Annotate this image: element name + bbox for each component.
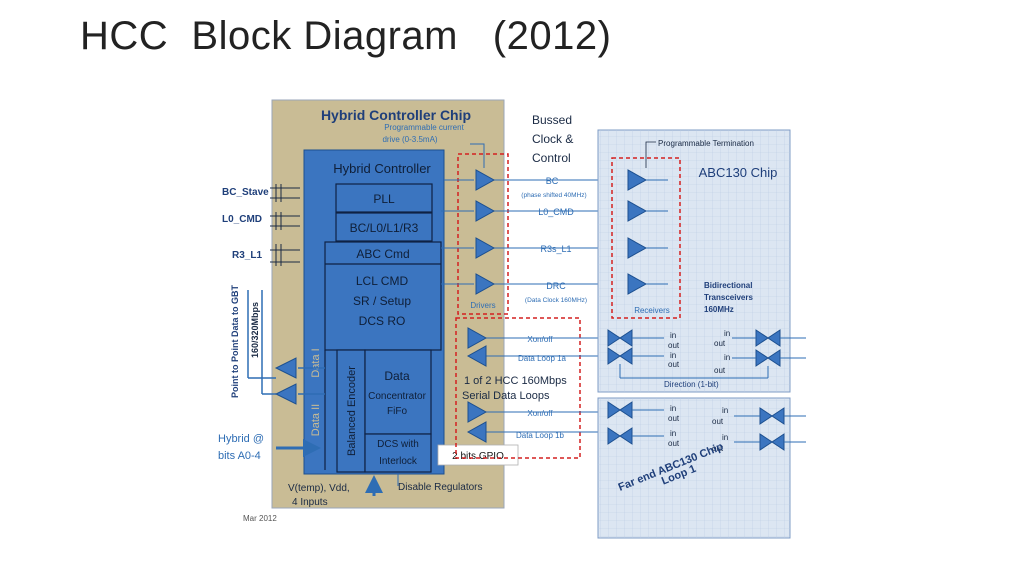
pll-label: PLL	[373, 192, 395, 206]
prog-current-label: Programmable current	[384, 123, 464, 132]
xon-a-label: Xon/off	[527, 335, 553, 344]
drivers-label: Drivers	[470, 301, 495, 310]
xon-b-label: Xon/off	[527, 409, 553, 418]
vtemp-label-1: V(temp), Vdd,	[288, 483, 350, 494]
data-conc-label-2: Concentrator	[368, 391, 426, 402]
bus-bc-label: BC	[546, 176, 559, 186]
data-conc-label-3: FiFo	[387, 406, 407, 417]
bus-title-1: Bussed	[532, 113, 572, 127]
near-r-in-1: in	[724, 329, 730, 338]
data-i-label: Data I	[310, 348, 322, 377]
gpio-box	[437, 444, 519, 466]
loop-driver-icons	[466, 327, 488, 443]
bc-l0-label: BC/L0/L1/R3	[350, 221, 419, 235]
prog-current-wire	[470, 143, 485, 168]
lcl-cmd-label: LCL CMD	[356, 274, 409, 288]
near-in-2: in	[670, 351, 676, 360]
far-r-in-2: in	[722, 433, 728, 442]
data-conc-label-1: Data	[384, 369, 410, 383]
hcc-chip-title: Hybrid Controller Chip	[321, 107, 471, 123]
far-out-2: out	[668, 439, 680, 448]
loops-dashed-box	[455, 317, 581, 459]
bidir-label-1: Bidirectional	[704, 281, 752, 290]
near-r-out-1: out	[714, 339, 726, 348]
gpio-label: 2 bits GPIO	[452, 451, 504, 462]
hybrid-addr-label-1: Hybrid @	[218, 433, 264, 445]
loop-1b-label: Data Loop 1b	[516, 431, 565, 440]
r3-l1-label: R3_L1	[232, 250, 262, 261]
balanced-encoder-box	[336, 349, 366, 473]
date-label: Mar 2012	[243, 514, 277, 523]
far-r-out-1: out	[712, 417, 724, 426]
prog-current-label-2: drive (0-3.5mA)	[382, 135, 437, 144]
drivers-dashed-box	[457, 153, 509, 315]
p2p-wires	[247, 290, 325, 395]
prog-term-label: Programmable Termination	[658, 139, 754, 148]
pll-box	[335, 183, 433, 213]
vtemp-label-2: 4 Inputs	[292, 497, 328, 508]
loops-caption-2: Serial Data Loops	[462, 390, 550, 402]
sr-setup-label: SR / Setup	[353, 294, 411, 308]
far-out-1: out	[668, 414, 680, 423]
balanced-encoder-label: Balanced Encoder	[346, 366, 358, 456]
bc-l0-box	[335, 212, 433, 242]
far-end-grid	[598, 398, 790, 538]
bidir-label-3: 160MHz	[704, 305, 734, 314]
near-r-out-2: out	[714, 366, 726, 375]
bus-l0-cmd-label: L0_CMD	[538, 207, 574, 217]
receiver-icons	[627, 169, 648, 295]
near-in-1: in	[670, 331, 676, 340]
bus-drc-label: DRC	[546, 281, 566, 291]
direction-label: Direction (1-bit)	[664, 380, 719, 389]
bidir-label-2: Transceivers	[704, 293, 753, 302]
loop-1a-label: Data Loop 1a	[518, 354, 567, 363]
prog-term-wire	[645, 141, 656, 168]
far-r-out-2: out	[712, 444, 724, 453]
near-out-1: out	[668, 341, 680, 350]
receiver-out-wires	[646, 179, 668, 285]
far-transceiver-wires	[632, 409, 806, 443]
abc-cmd-label: ABC Cmd	[356, 247, 409, 261]
data-ii-label: Data II	[310, 404, 322, 436]
receivers-dashed-box	[611, 157, 681, 319]
dcs-interlock-box	[364, 433, 432, 473]
near-out-2: out	[668, 360, 680, 369]
bc-stave-label: BC_Stave	[222, 187, 269, 198]
p2p-driver-2-icon	[274, 383, 297, 405]
hybrid-addr-label-2: bits A0-4	[218, 450, 261, 462]
bus-title-2: Clock &	[532, 132, 573, 146]
bus-driver-icons	[475, 169, 496, 295]
dcs-label-1: DCS with	[377, 439, 419, 450]
near-transceiver-wires	[619, 337, 806, 379]
abc130-title: ABC130 Chip	[699, 165, 778, 180]
abc-cmd-box	[324, 241, 442, 351]
bus-r3s-l1-label: R3s_L1	[540, 244, 571, 254]
far-r-in-1: in	[722, 406, 728, 415]
dcs-ro-label: DCS RO	[359, 314, 406, 328]
data-concentrator-box	[364, 349, 432, 435]
hybrid-controller-title: Hybrid Controller	[333, 161, 431, 176]
far-in-1: in	[670, 404, 676, 413]
far-in-2: in	[670, 429, 676, 438]
near-r-in-2: in	[724, 353, 730, 362]
far-transceiver-icons	[607, 401, 785, 451]
bus-bc-note: (phase shifted 40MHz)	[521, 192, 586, 199]
p2p-driver-1-icon	[274, 357, 297, 379]
bus-drc-note: (Data Clock 160MHz)	[525, 297, 587, 304]
input-receiver-symbols	[270, 184, 300, 266]
loop-wires	[486, 337, 612, 433]
slide-title: HCC Block Diagram (2012)	[80, 14, 612, 58]
disable-reg-label: Disable Regulators	[398, 482, 483, 493]
dcs-label-2: Interlock	[379, 456, 418, 467]
p2p-label-2: 160/320Mbps	[250, 302, 260, 358]
bus-title-3: Control	[532, 151, 571, 165]
receivers-label: Receivers	[634, 306, 670, 315]
loops-caption-1: 1 of 2 HCC 160Mbps	[464, 375, 567, 387]
l0-cmd-input-label: L0_CMD	[222, 214, 262, 225]
p2p-label-1: Point to Point Data to GBT	[230, 285, 240, 398]
